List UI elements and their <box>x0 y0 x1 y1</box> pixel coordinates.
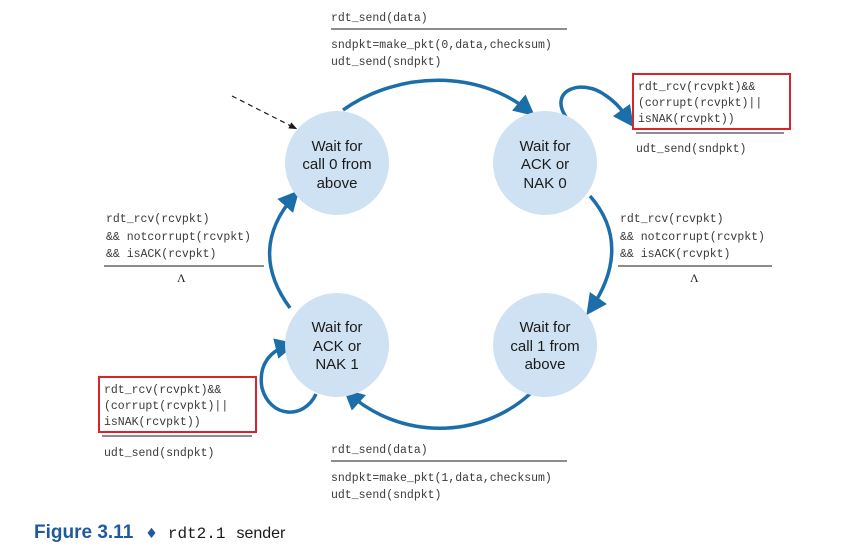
state-label-line: above <box>525 356 566 373</box>
caption-code: rdt2.1 <box>168 525 226 543</box>
transition-label-top: rdt_send(data) sndpkt=make_pkt(0,data,ch… <box>331 12 567 69</box>
state-label-line: NAK 0 <box>523 175 566 192</box>
svg-text:Figure 3.11 ♦ rdt2: Figure 3.11 ♦ rdt2.1 sender <box>34 522 286 543</box>
transition-event: && notcorrupt(rcvpkt) <box>106 231 251 244</box>
transition-event: && notcorrupt(rcvpkt) <box>620 231 765 244</box>
state-label-line: ACK or <box>521 156 569 173</box>
transition-event: rdt_rcv(rcvpkt) <box>620 213 724 226</box>
state-label-line: above <box>317 175 358 192</box>
state-label-line: Wait for <box>519 138 570 155</box>
transition-event: rdt_send(data) <box>331 444 428 457</box>
transition-label-left: rdt_rcv(rcvpkt) && notcorrupt(rcvpkt) &&… <box>104 213 264 285</box>
arrow-s3-to-s0 <box>267 190 300 310</box>
transition-event: rdt_send(data) <box>331 12 428 25</box>
transition-action: udt_send(sndpkt) <box>636 143 746 156</box>
transition-label-self-right: rdt_rcv(rcvpkt)&& (corrupt(rcvpkt)|| isN… <box>632 73 791 156</box>
transition-event: (corrupt(rcvpkt)|| <box>104 400 228 413</box>
state-label-line: NAK 1 <box>315 356 358 373</box>
lambda-symbol: Λ <box>177 271 186 285</box>
diamond-icon: ♦ <box>145 526 158 542</box>
arrow-s2-to-s3 <box>343 388 533 430</box>
transition-event: rdt_rcv(rcvpkt)&& <box>104 384 221 397</box>
state-label-line: call 1 from <box>510 338 579 355</box>
transition-label-self-left: rdt_rcv(rcvpkt)&& (corrupt(rcvpkt)|| isN… <box>98 376 257 460</box>
figure-number: Figure 3.11 <box>34 522 134 543</box>
caption-text: sender <box>236 525 286 542</box>
transition-action: sndpkt=make_pkt(0,data,checksum) <box>331 39 552 52</box>
figure-caption: Figure 3.11 ♦ rdt2.1 sender <box>34 522 286 543</box>
highlight-box <box>98 376 257 433</box>
transition-event: && isACK(rcvpkt) <box>106 248 216 261</box>
arrow-s0-to-s1 <box>341 78 535 117</box>
transition-action: udt_send(sndpkt) <box>331 56 441 69</box>
state-label-line: Wait for <box>519 319 570 336</box>
transition-event: && isACK(rcvpkt) <box>620 248 730 261</box>
transition-event: (corrupt(rcvpkt)|| <box>638 97 762 110</box>
transition-action: sndpkt=make_pkt(1,data,checksum) <box>331 472 552 485</box>
state-label-line: ACK or <box>313 338 361 355</box>
state-label-line: Wait for <box>311 138 362 155</box>
lambda-symbol: Λ <box>690 271 699 285</box>
arrow-s1-to-s2 <box>586 194 614 316</box>
transition-event: isNAK(rcvpkt)) <box>638 113 735 126</box>
arrow-s1-self-loop <box>559 85 634 128</box>
transition-label-bottom: rdt_send(data) sndpkt=make_pkt(1,data,ch… <box>331 444 567 502</box>
transition-action: udt_send(sndpkt) <box>331 489 441 502</box>
transition-event: rdt_rcv(rcvpkt) <box>106 213 210 226</box>
transition-label-right: rdt_rcv(rcvpkt) && notcorrupt(rcvpkt) &&… <box>618 213 772 285</box>
state-label-line: Wait for <box>311 319 362 336</box>
state-label-line: call 0 from <box>302 156 371 173</box>
initial-state-arrow <box>231 95 298 130</box>
arrow-s3-self-loop <box>259 338 318 414</box>
transition-event: rdt_rcv(rcvpkt)&& <box>638 81 755 94</box>
transition-event: isNAK(rcvpkt)) <box>104 416 201 429</box>
transition-action: udt_send(sndpkt) <box>104 447 214 460</box>
highlight-box <box>632 73 791 130</box>
